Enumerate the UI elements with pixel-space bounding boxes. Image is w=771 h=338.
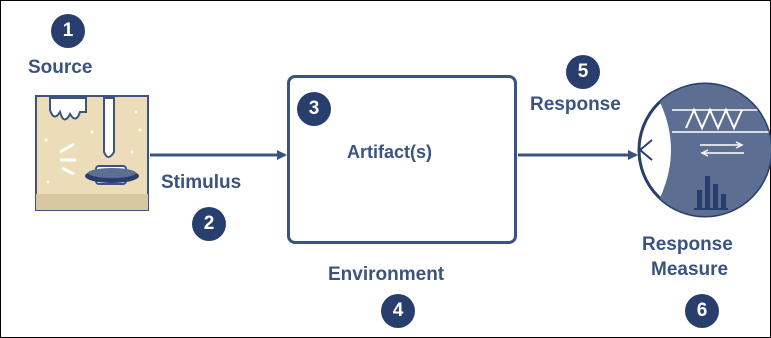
stimulus-number-badge: 2 (192, 207, 226, 241)
lab-equipment-icon (35, 95, 149, 211)
environment-label: Environment (328, 264, 445, 285)
artifact-label: Artifact(s) (347, 142, 433, 162)
stimulus-label: Stimulus (161, 172, 242, 193)
measurement-gauge-icon (637, 82, 771, 218)
source-number-badge: 1 (51, 14, 85, 48)
response-measure-label-line2: Measure (651, 259, 729, 280)
artifact-number-badge: 3 (297, 92, 331, 126)
response-measure-label-line1: Response (642, 234, 733, 255)
response-number-badge: 5 (566, 55, 600, 89)
source-label: Source (28, 57, 93, 78)
response-measure-number-badge: 6 (685, 294, 719, 328)
environment-number-badge: 4 (381, 294, 415, 328)
response-label: Response (530, 94, 621, 115)
